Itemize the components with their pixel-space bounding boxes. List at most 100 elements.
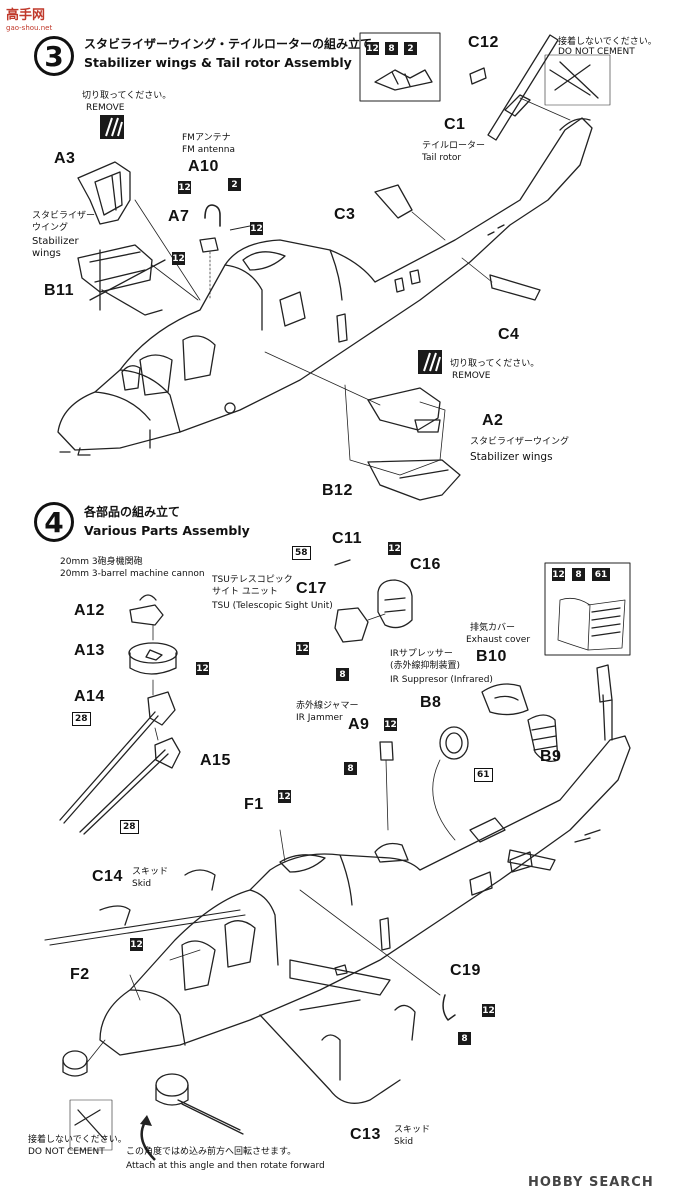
color-8-c19: 8 [458, 1032, 471, 1045]
step-4-title-en: Various Parts Assembly [84, 523, 250, 538]
step4-helicopter [44, 664, 631, 1104]
angle-note-jp: この角度ではめ込み前方へ回転させます。 [126, 1147, 297, 1157]
label-a3: A3 [54, 150, 76, 167]
color-12-a13: 12 [196, 662, 209, 675]
step4-cannon-parts [59, 594, 181, 835]
skid-en-bottom: Skid [394, 1137, 414, 1147]
no-cement2-jp: 接着しないでください。 [28, 1135, 127, 1145]
label-a15: A15 [200, 752, 231, 769]
part-c1-tail-rotor-drawing [469, 34, 571, 141]
no-cement-en: DO NOT CEMENT [558, 47, 635, 57]
color-12-c: 12 [172, 252, 185, 265]
label-b12: B12 [322, 482, 353, 499]
label-c4: C4 [498, 326, 520, 343]
label-c16: C16 [410, 556, 441, 573]
label-c17: C17 [296, 580, 327, 597]
remove-note-en: REMOVE [86, 103, 125, 113]
color-28-b: 28 [120, 820, 139, 834]
watermark-logo: 高手网 [6, 8, 46, 23]
label-a12: A12 [74, 602, 105, 619]
color-8-c17: 8 [336, 668, 349, 681]
label-b9: B9 [540, 748, 562, 765]
label-c13: C13 [350, 1126, 381, 1143]
exhaust-jp: 排気カバー [470, 623, 516, 633]
label-f1: F1 [244, 796, 264, 813]
ir-suppressor-en: IR Suppresor (Infrared) [390, 675, 493, 685]
tail-rotor-jp: テイルローター [422, 141, 486, 151]
color-12-b: 12 [250, 222, 263, 235]
fm-antenna-en: FM antenna [182, 145, 236, 155]
color-12-c17: 12 [296, 642, 309, 655]
cannon-jp: 20mm 3砲身機関砲 [60, 557, 143, 567]
step-3-title-jp: スタビライザーウイング・テイルローターの組み立て [84, 37, 373, 51]
skid-jp-bottom: スキッド [394, 1125, 431, 1135]
ir-suppressor-jp: IRサプレッサー (赤外線抑制装置) [390, 649, 461, 671]
cannon-en: 20mm 3-barrel machine cannon [60, 569, 205, 579]
label-c14: C14 [92, 868, 123, 885]
fm-antenna-jp: FMアンテナ [182, 133, 231, 143]
turret-detail [62, 1039, 244, 1151]
stabilizer-jp: スタビライザー ウイング [32, 211, 96, 233]
step-3-title-en: Stabilizer wings & Tail rotor Assembly [84, 55, 352, 70]
inset-color-2: 2 [404, 42, 417, 55]
remove2-en: REMOVE [452, 371, 491, 381]
part-b11-drawing [77, 244, 166, 316]
color-28-a: 28 [72, 712, 91, 726]
label-f2: F2 [70, 966, 90, 983]
label-a10: A10 [188, 158, 219, 175]
color-12-a9: 12 [384, 718, 397, 731]
label-a9: A9 [348, 716, 370, 733]
part-a3-drawing [77, 161, 131, 225]
color-12-f1: 12 [278, 790, 291, 803]
no-cement-jp: 接着しないでください。 [558, 37, 657, 47]
step-4-title-jp: 各部品の組み立て [84, 505, 181, 519]
inset-color-8: 8 [385, 42, 398, 55]
step3-helicopter [57, 117, 593, 456]
skid-jp-top: スキッド [132, 867, 169, 877]
color-12-c11: 12 [388, 542, 401, 555]
color-12-f2: 12 [130, 938, 143, 951]
part-a2-b12-drawing [264, 351, 461, 501]
swatch-8: 8 [572, 568, 585, 581]
color-8-a9: 8 [344, 762, 357, 775]
tail-rotor-en: Tail rotor [422, 153, 462, 163]
swatch-12: 12 [552, 568, 565, 581]
label-a2: A2 [482, 412, 504, 429]
label-b8: B8 [420, 694, 442, 711]
tsu-jp: TSUテレスコピック サイト ユニット [212, 575, 293, 597]
watermark-hobby-search: HOBBY SEARCH [528, 1175, 654, 1190]
stabilizer2-jp: スタビライザーウイング [470, 437, 570, 447]
label-b11: B11 [44, 282, 74, 299]
color-12-a: 12 [178, 181, 191, 194]
skid-en-top: Skid [132, 879, 152, 889]
no-cement2-en: DO NOT CEMENT [28, 1147, 105, 1157]
color-12-c19: 12 [482, 1004, 495, 1017]
label-c3: C3 [334, 206, 356, 223]
tsu-en: TSU (Telescopic Sight Unit) [212, 601, 333, 611]
stabilizer2-en: Stabilizer wings [470, 451, 553, 463]
color-58: 58 [292, 546, 311, 560]
remove-note-jp: 切り取ってください。 [82, 91, 172, 101]
ir-jammer-en: IR Jammer [296, 713, 343, 723]
ir-jammer-jp: 赤外線ジャマー [296, 701, 359, 711]
inset-color-12: 12 [366, 42, 379, 55]
label-c1: C1 [444, 116, 466, 133]
label-a7: A7 [168, 208, 190, 225]
label-c12: C12 [468, 34, 499, 51]
remove2-jp: 切り取ってください。 [450, 359, 540, 369]
exhaust-en: Exhaust cover [466, 635, 531, 645]
step4-tsu-parts [334, 559, 413, 643]
step-3-number: 3 [34, 36, 74, 76]
color-2: 2 [228, 178, 241, 191]
label-c11: C11 [332, 530, 362, 547]
label-a14: A14 [74, 688, 105, 705]
label-c19: C19 [450, 962, 481, 979]
stabilizer-en: Stabilizer wings [32, 236, 79, 259]
step-4-number: 4 [34, 502, 74, 542]
label-a13: A13 [74, 642, 105, 659]
color-61: 61 [474, 768, 493, 782]
swatch-61: 61 [592, 568, 610, 581]
label-b10: B10 [476, 648, 507, 665]
watermark-url: gao-shou.net [6, 24, 53, 32]
